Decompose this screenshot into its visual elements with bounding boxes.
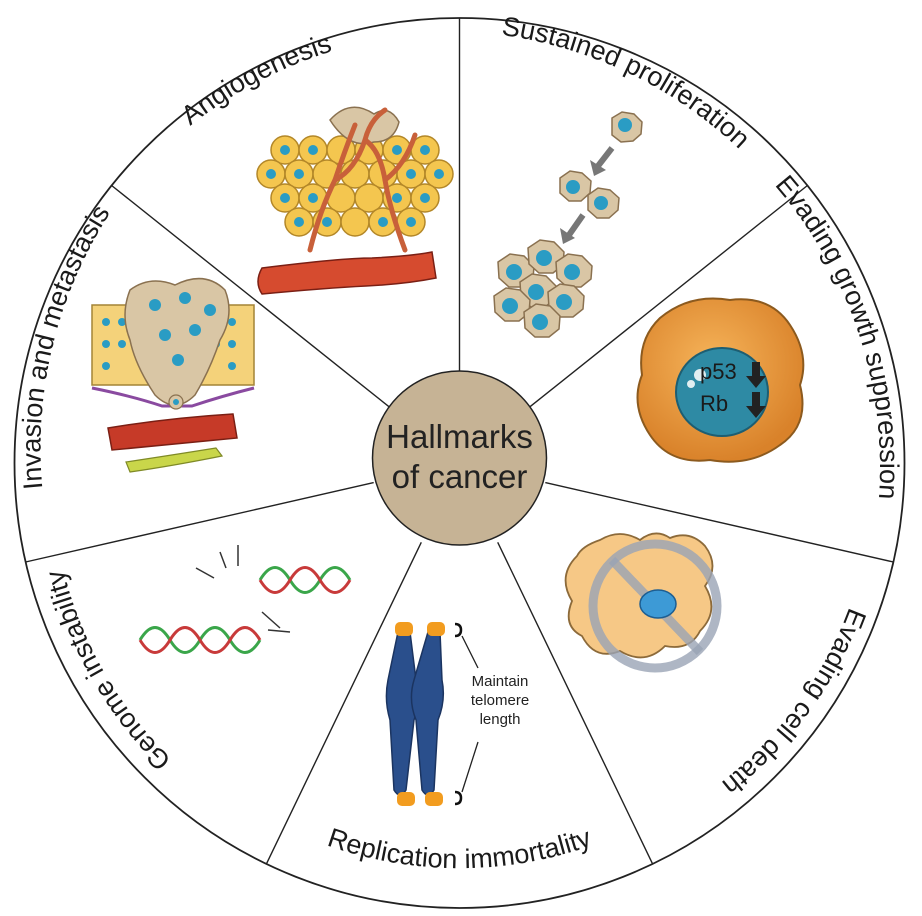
tumor-blood-vessels-icon <box>256 106 454 295</box>
p53-label: p53 <box>700 359 737 384</box>
chromosome-telomere-icon: Maintain telomere length <box>385 622 529 806</box>
telomere-top-right <box>427 622 445 636</box>
telomere-bottom-right <box>425 792 443 806</box>
down-arrow-icon <box>746 392 766 418</box>
rb-label: Rb <box>700 391 728 416</box>
telomere-note-line2: telomere <box>471 692 529 709</box>
cell-stage-2 <box>559 170 620 219</box>
center-title-line2: of cancer <box>392 458 528 495</box>
cell-p53-rb-icon: p53 Rb <box>636 297 805 463</box>
cell-stage-1 <box>611 111 643 143</box>
tissue-invasion-icon <box>91 277 255 473</box>
center-title-line1: Hallmarks <box>386 418 533 455</box>
segment-dividers <box>25 18 894 865</box>
telomere-note-line3: length <box>480 711 521 728</box>
apoptosis-blocked-cell-icon <box>564 532 722 673</box>
center-circle <box>371 370 548 546</box>
telomere-bottom-left <box>397 792 415 806</box>
down-arrow-icon <box>746 362 766 388</box>
broken-dna-icon <box>138 545 352 654</box>
center-hub: Hallmarks of cancer <box>371 370 548 546</box>
telomere-top-left <box>395 622 413 636</box>
proliferating-cells-icon <box>493 111 643 338</box>
cell-stage-3 <box>493 239 593 338</box>
telomere-note-line1: Maintain <box>472 673 529 690</box>
